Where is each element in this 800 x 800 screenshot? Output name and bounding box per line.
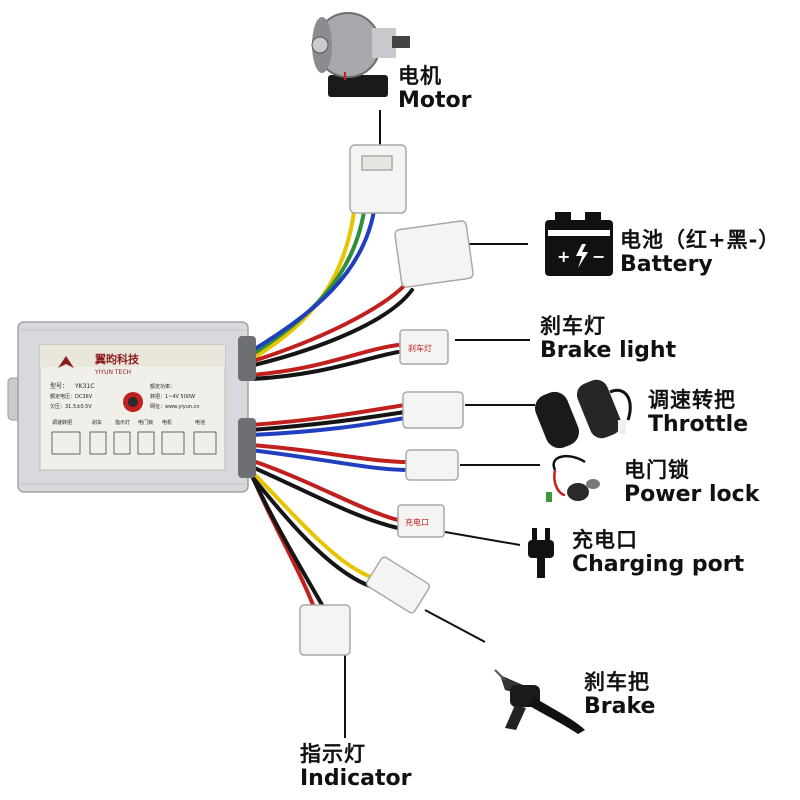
controller-model: YK31C: [74, 383, 94, 390]
port-label: 刹车: [92, 419, 102, 426]
grommet-bottom: [238, 418, 256, 478]
wire-charging-red: [248, 458, 400, 522]
label-throttle-zh: 调速转把: [648, 388, 736, 412]
brake-light-tag: 刹车灯: [408, 343, 432, 353]
brake-light-connector: [399, 329, 449, 365]
wire-brake-yellow: [248, 468, 382, 582]
svg-text:+: +: [557, 247, 570, 266]
leader-line-charging-port: [444, 531, 521, 546]
label-indicator-zh: 指示灯: [300, 742, 366, 766]
controller-port-labels: 调速转把 刹车 指示灯 电门锁 电机 电池: [52, 419, 205, 426]
label-brake-light-en: Brake light: [540, 338, 677, 364]
label-indicator: 指示灯 Indicator: [300, 742, 412, 791]
label-brake: 刹车把 Brake: [584, 670, 655, 719]
port-label: 电池: [195, 419, 205, 426]
wires: [248, 203, 414, 612]
throttle-icon: [534, 379, 632, 449]
battery-icon: + −: [545, 212, 613, 276]
label-motor: 电机 Motor: [398, 64, 472, 113]
charging-connector: [397, 504, 445, 538]
controller-brand-cn: 翼昀科技: [94, 352, 140, 366]
controller-website: 网址：www.yiyun.cn: [150, 403, 200, 410]
wire-battery-red: [248, 283, 407, 364]
controller-box: 翼昀科技 YIYUN TECH 型号： YK31C 额定功率： 额定电压：DC3…: [7, 321, 256, 493]
controller-rated-power: 额定功率：: [150, 383, 175, 390]
label-power-lock-zh: 电门锁: [624, 458, 690, 482]
wire-throttle-blue: [248, 416, 407, 437]
brake-connector: [366, 556, 430, 614]
label-brake-en: Brake: [584, 694, 656, 720]
leader-line-brake: [424, 609, 486, 643]
brake-lever-icon: [494, 669, 585, 734]
label-brake-light-zh: 刹车灯: [540, 314, 606, 338]
wire-battery-black: [248, 288, 414, 368]
indicator-connector: [299, 604, 351, 656]
leader-lines: [344, 110, 540, 738]
label-battery: 电池（红+黑-） Battery: [620, 228, 780, 277]
label-motor-zh: 电机: [398, 64, 442, 88]
controller-brand-en: YIYUN TECH: [94, 369, 131, 376]
label-battery-zh: 电池（红+黑-）: [620, 228, 781, 252]
controller-rated-voltage: 额定电压：DC36V: [50, 393, 93, 400]
port-diagrams: [51, 431, 217, 455]
label-brake-light: 刹车灯 Brake light: [540, 314, 676, 363]
power-lock-connector: [405, 449, 459, 481]
wire-charging-black: [248, 464, 400, 530]
label-motor-en: Motor: [398, 88, 472, 114]
controller-speed-power: 转把：1~4V 500W: [150, 393, 195, 400]
controller-undervoltage: 欠压：31.5±0.5V: [50, 403, 92, 410]
label-power-lock: 电门锁 Power lock: [624, 458, 759, 507]
label-charging-port-en: Charging port: [572, 552, 745, 578]
port-label: 调速转把: [52, 419, 72, 426]
controller-sticker-band: [40, 345, 225, 367]
motor-icon: [311, 12, 410, 97]
wire-brake-light-black: [248, 350, 400, 381]
key-lock-icon: [546, 454, 600, 502]
label-brake-zh: 刹车把: [584, 670, 650, 694]
throttle-connector: [402, 391, 464, 429]
wire-throttle-red: [248, 403, 407, 427]
svg-text:−: −: [592, 247, 605, 266]
wire-brake-light-red: [248, 343, 400, 377]
label-charging-port-zh: 充电口: [572, 528, 638, 552]
label-indicator-en: Indicator: [300, 766, 412, 792]
label-charging-port: 充电口 Charging port: [572, 528, 744, 577]
label-throttle-en: Throttle: [648, 412, 749, 438]
brand-logo-icon: [58, 356, 74, 368]
port-label: 电门锁: [138, 419, 153, 426]
plug-icon: [528, 528, 554, 578]
label-throttle: 调速转把 Throttle: [648, 388, 748, 437]
port-label: 电机: [162, 419, 172, 426]
wire-power-lock-blue: [248, 448, 410, 472]
wire-throttle-black: [248, 410, 407, 432]
wire-motor-blue: [248, 203, 377, 354]
charging-port-tag: 充电口: [405, 517, 429, 527]
port-label: 指示灯: [115, 419, 130, 426]
wire-indicator-black: [250, 474, 327, 612]
grommet-top: [238, 336, 256, 381]
connectors: [299, 144, 474, 656]
label-battery-en: Battery: [620, 252, 713, 278]
label-power-lock-en: Power lock: [624, 482, 760, 508]
motor-connector: [349, 144, 407, 214]
battery-connector: [394, 220, 474, 288]
wire-power-lock-red: [248, 443, 410, 464]
controller-model-label: 型号：: [50, 382, 68, 390]
wire-brake-black: [248, 472, 377, 590]
